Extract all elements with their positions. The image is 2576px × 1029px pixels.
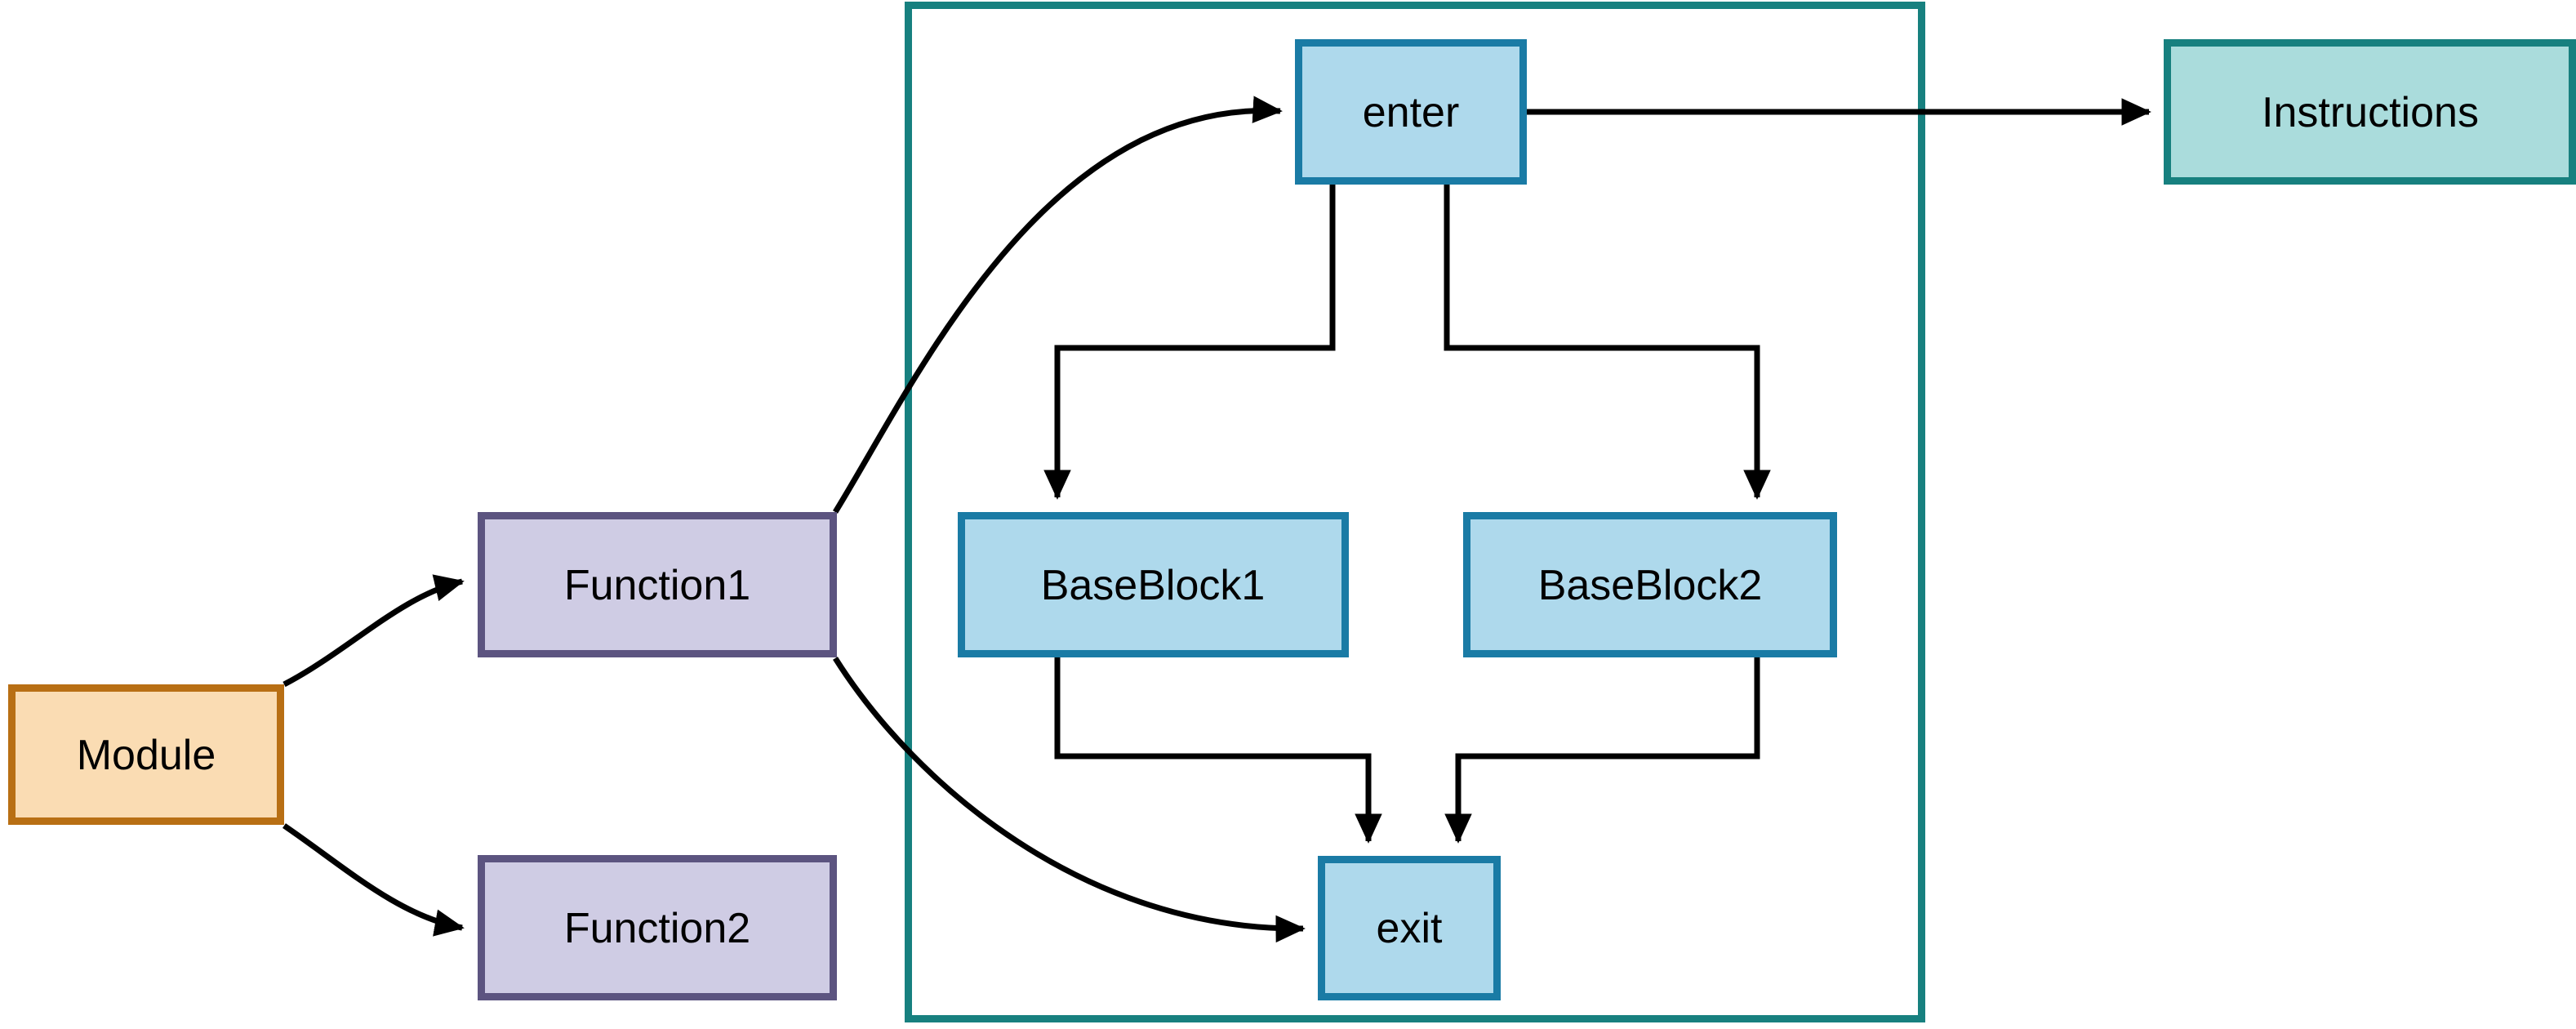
edge-module-to-function1 xyxy=(283,574,465,688)
node-baseblock2[interactable]: BaseBlock2 xyxy=(1463,512,1837,657)
node-exit-shape[interactable] xyxy=(1318,856,1501,1000)
node-module-shape[interactable] xyxy=(8,684,284,825)
node-baseblock1-shape[interactable] xyxy=(958,512,1349,657)
node-enter[interactable]: enter xyxy=(1295,39,1527,185)
node-exit[interactable]: exit xyxy=(1318,856,1501,1000)
edge-enter-to-baseblock2 xyxy=(1444,185,1771,500)
node-function1[interactable]: Function1 xyxy=(478,512,837,657)
node-function2[interactable]: Function2 xyxy=(478,855,837,1000)
edge-enter-to-baseblock1 xyxy=(1043,185,1336,500)
edge-module-to-function2 xyxy=(283,823,465,937)
node-function2-shape[interactable] xyxy=(478,855,837,1000)
edge-baseblock1-to-exit xyxy=(1054,657,1382,844)
edge-baseblock2-to-exit xyxy=(1444,657,1760,844)
node-module[interactable]: Module xyxy=(8,684,284,825)
node-layer: Module Function1 Function2 enter BaseBlo… xyxy=(8,39,2576,1000)
edge-layer xyxy=(283,96,2151,943)
node-function1-shape[interactable] xyxy=(478,512,837,657)
node-enter-shape[interactable] xyxy=(1295,39,1527,185)
edge-function1-to-exit xyxy=(833,657,1306,943)
node-instructions-shape[interactable] xyxy=(2164,39,2576,185)
edge-function1-to-enter xyxy=(833,96,1283,514)
node-baseblock2-shape[interactable] xyxy=(1463,512,1837,657)
node-instructions[interactable]: Instructions xyxy=(2164,39,2576,185)
node-baseblock1[interactable]: BaseBlock1 xyxy=(958,512,1349,657)
